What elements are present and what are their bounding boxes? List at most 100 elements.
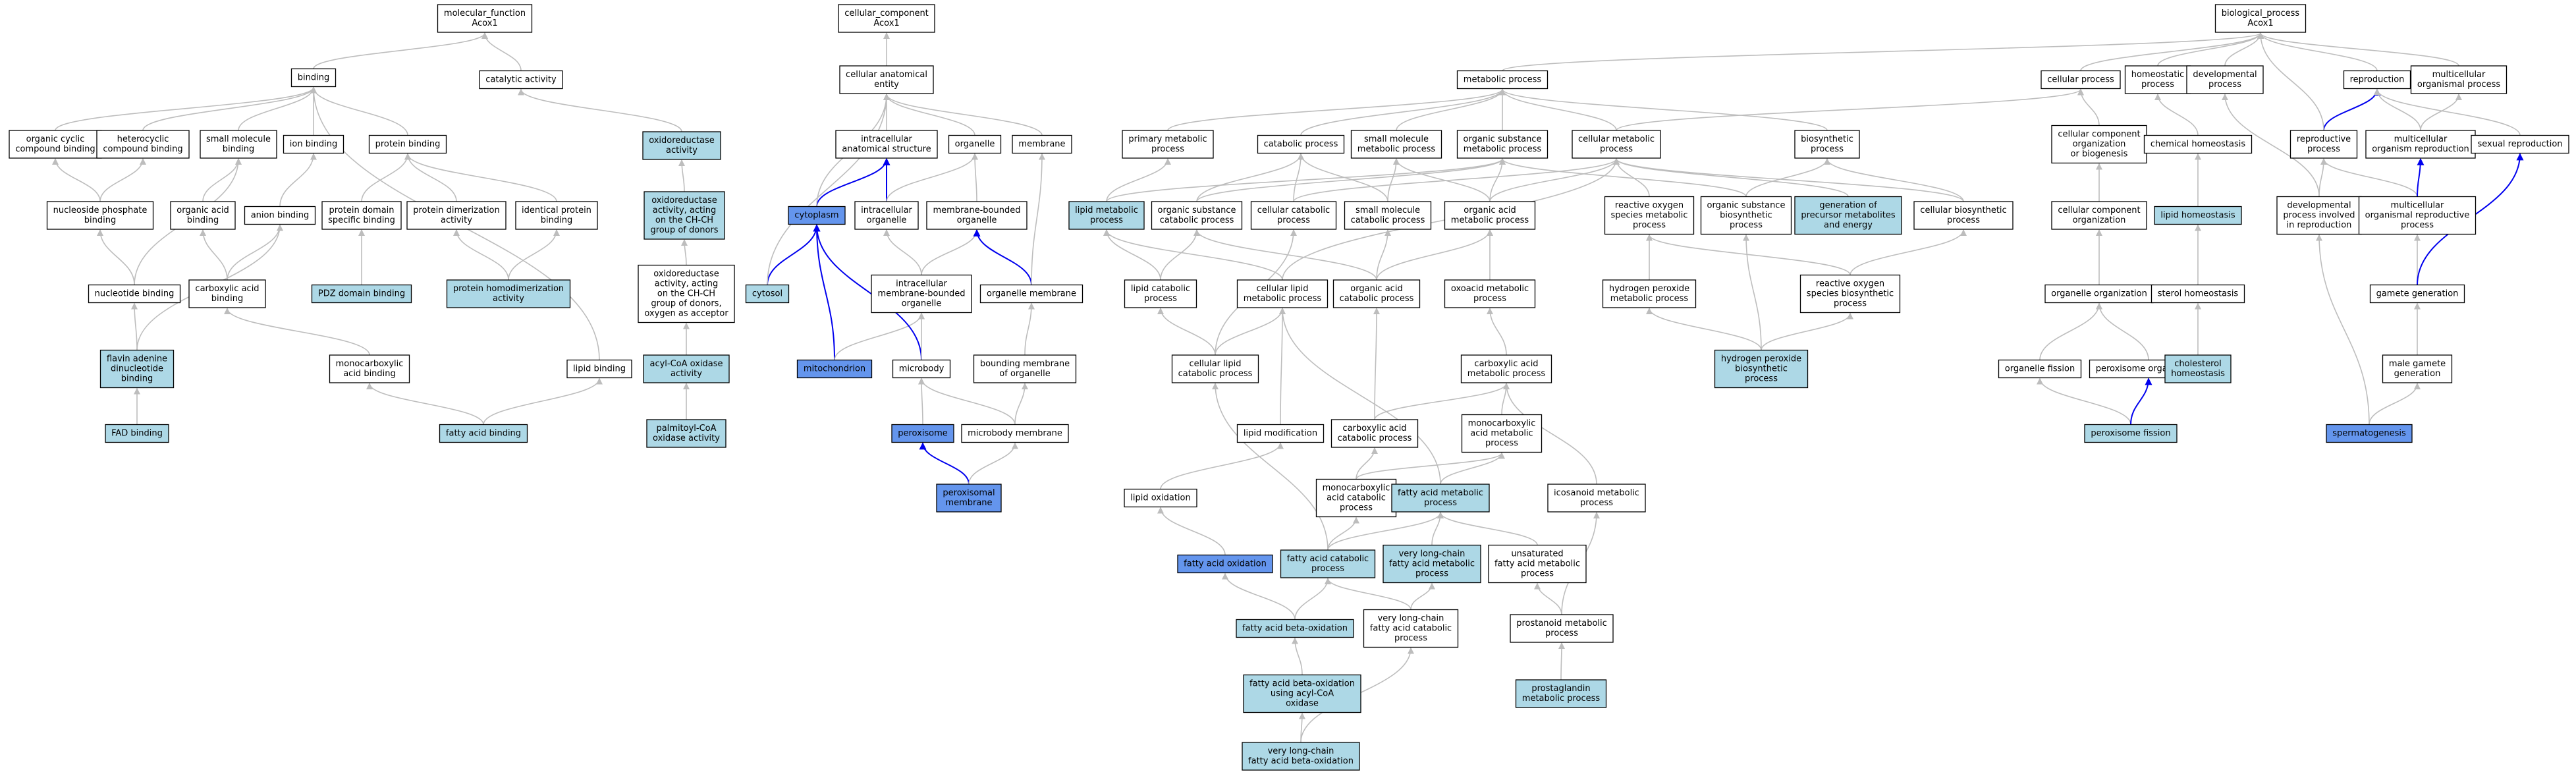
term-box bbox=[1700, 196, 1792, 235]
term-label-line: organelle organization bbox=[2051, 289, 2147, 299]
term-label-line: process bbox=[1415, 569, 1448, 579]
term-box bbox=[745, 284, 790, 304]
term-label-line: anion binding bbox=[251, 211, 310, 221]
term-label-line: process bbox=[2208, 80, 2241, 90]
edge-reproproc-to-repro bbox=[2323, 88, 2381, 131]
term-label-line: binding bbox=[541, 215, 572, 225]
term-label-line: homeostasis bbox=[2171, 369, 2225, 379]
edge-pmp-to-metproc bbox=[1167, 88, 1506, 131]
term-label-line: metabolic process bbox=[1522, 694, 1601, 704]
term-label-line: binding bbox=[187, 215, 219, 225]
edge-npb-to-hcb bbox=[99, 158, 146, 202]
term-node-mito: mitochondrion bbox=[796, 359, 873, 379]
term-label-line: organelle bbox=[955, 140, 995, 150]
edge-catact-to-mf bbox=[481, 32, 522, 71]
edge-lcp-to-oscp bbox=[1160, 229, 1200, 281]
term-box bbox=[1350, 130, 1442, 159]
term-label-line: fatty acid catabolic bbox=[1370, 624, 1452, 634]
edge-icosmp-to-camp bbox=[1503, 383, 1597, 485]
term-label-line: flavin adenine bbox=[107, 354, 167, 364]
term-box bbox=[788, 206, 846, 225]
edge-mcorepro-to-repro bbox=[2374, 88, 2421, 131]
term-label-line: metabolic process bbox=[1610, 294, 1689, 304]
term-label-line: reproduction bbox=[2350, 75, 2405, 85]
term-box bbox=[1515, 679, 1607, 708]
term-box bbox=[2326, 424, 2413, 443]
term-box bbox=[2151, 284, 2245, 304]
term-label-line: compound binding bbox=[103, 144, 182, 154]
edge-dpir-to-devproc bbox=[2222, 94, 2320, 197]
edge-smcp-to-catproc bbox=[1298, 153, 1388, 202]
term-box bbox=[1602, 279, 1697, 308]
term-label-line: sexual reproduction bbox=[2477, 140, 2562, 150]
term-box bbox=[973, 354, 1077, 383]
term-node-mbmem: microbody membrane bbox=[961, 424, 1069, 443]
edge-oacp-to-oscp bbox=[1193, 229, 1377, 281]
term-label-line: cholesterol bbox=[2174, 359, 2221, 369]
term-box bbox=[439, 424, 528, 443]
edge-catproc-to-metproc bbox=[1300, 88, 1506, 136]
term-label-line: oxygen as acceptor bbox=[644, 309, 728, 319]
edge-lmp-to-pmp bbox=[1106, 158, 1171, 202]
edge-oamp-to-cmp bbox=[1489, 158, 1620, 202]
term-box bbox=[646, 419, 726, 448]
term-node-repro: reproduction bbox=[2343, 70, 2411, 90]
term-label-line: cellular metabolic bbox=[1578, 134, 1655, 144]
term-label-line: membrane bbox=[1018, 140, 1065, 150]
term-label-line: process involved bbox=[2283, 211, 2355, 221]
edge-fabo-to-facp bbox=[1294, 578, 1331, 620]
edge-mop-to-bp bbox=[2257, 32, 2459, 67]
term-box bbox=[979, 284, 1083, 304]
term-label-line: cellular biosynthetic bbox=[1920, 206, 2006, 215]
term-label-line: heterocyclic bbox=[117, 134, 169, 144]
edge-mbmem-to-microbody bbox=[918, 377, 1016, 425]
term-label-line: lipid catabolic bbox=[1131, 284, 1190, 294]
term-node-protb: protein binding bbox=[368, 134, 447, 154]
term-node-chemhom: chemical homeostasis bbox=[2143, 134, 2253, 154]
edge-membrane-to-cae bbox=[883, 94, 1043, 136]
edge-ccp-to-cmp bbox=[1293, 158, 1620, 202]
term-label-line: hydrogen peroxide bbox=[1721, 354, 1801, 364]
term-label-line: identical protein bbox=[522, 206, 591, 215]
term-node-microbody: microbody bbox=[892, 359, 951, 379]
term-box bbox=[329, 354, 410, 383]
edge-clcp-to-clmp bbox=[1215, 308, 1286, 356]
edge-anionb-to-ionb bbox=[279, 153, 317, 207]
term-label-line: FAD binding bbox=[111, 429, 163, 439]
term-label-line: precursor metabolites bbox=[1801, 211, 1895, 221]
term-label-line: fatty acid oxidation bbox=[1184, 559, 1267, 569]
term-label-line: process bbox=[1394, 634, 1427, 644]
edge-pgmp-to-ufamp bbox=[1534, 582, 1562, 615]
term-node-fabo: fatty acid beta-oxidation bbox=[1236, 619, 1354, 638]
term-label-line: cellular catabolic bbox=[1257, 206, 1330, 215]
term-box bbox=[854, 201, 919, 230]
edge-fadnb-to-ntb bbox=[131, 302, 138, 350]
term-label-line: cellular_component bbox=[844, 9, 929, 18]
term-box bbox=[321, 201, 402, 230]
term-label-line: spermatogenesis bbox=[2332, 429, 2406, 439]
term-label-line: cellular anatomical bbox=[846, 70, 927, 80]
term-node-fadb: FAD binding bbox=[105, 424, 169, 443]
edge-hpbp-to-hpmp bbox=[1646, 308, 1762, 350]
term-label-line: intracellular bbox=[896, 279, 947, 289]
term-box bbox=[311, 284, 412, 304]
term-box bbox=[642, 131, 721, 160]
term-label-line: process bbox=[1090, 215, 1123, 225]
term-label-line: process bbox=[2141, 80, 2174, 90]
term-label-line: oxidoreductase bbox=[651, 196, 717, 206]
term-label-line: multicellular bbox=[2391, 201, 2444, 211]
edge-mito-to-cytoplasm bbox=[813, 224, 835, 360]
term-label-line: organismal process bbox=[2417, 80, 2500, 90]
edge-homeo-to-bp bbox=[2157, 32, 2264, 67]
term-label-line: lipid oxidation bbox=[1130, 493, 1190, 503]
edge-clmp-to-lmp bbox=[1103, 229, 1283, 281]
